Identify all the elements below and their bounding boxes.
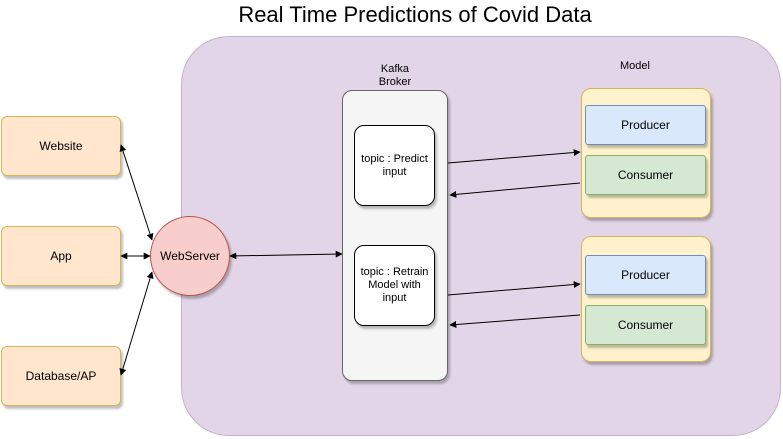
broker-label: Kafka Broker [360,63,430,89]
edge-retrain-producer2 [447,281,581,296]
topic-retrain-node[interactable]: topic : Retrain Model with input [354,245,435,326]
edge-predict-producer1 [447,149,581,164]
edge-consumer2-retrain [449,314,581,329]
consumer-node-1[interactable]: Consumer [585,155,706,195]
producer-node-1[interactable]: Producer [585,105,706,145]
diagram-title: Real Time Predictions of Covid Data [238,2,592,27]
edge-webserver-broker [229,250,343,260]
producer-node-2[interactable]: Producer [585,255,706,295]
app-node[interactable]: App [1,226,121,286]
edge-consumer1-predict [449,182,581,198]
edge-website-webserver [119,144,154,241]
broker-label-line2: Broker [378,76,412,88]
consumer-node-2[interactable]: Consumer [585,305,706,345]
model-label: Model [620,60,650,72]
topic-predict-node[interactable]: topic : Predict input [354,125,435,206]
edge-database-webserver [119,271,154,376]
broker-label-line1: Kafka [380,63,410,75]
website-node[interactable]: Website [1,116,121,176]
database-node[interactable]: Database/AP [1,346,121,406]
